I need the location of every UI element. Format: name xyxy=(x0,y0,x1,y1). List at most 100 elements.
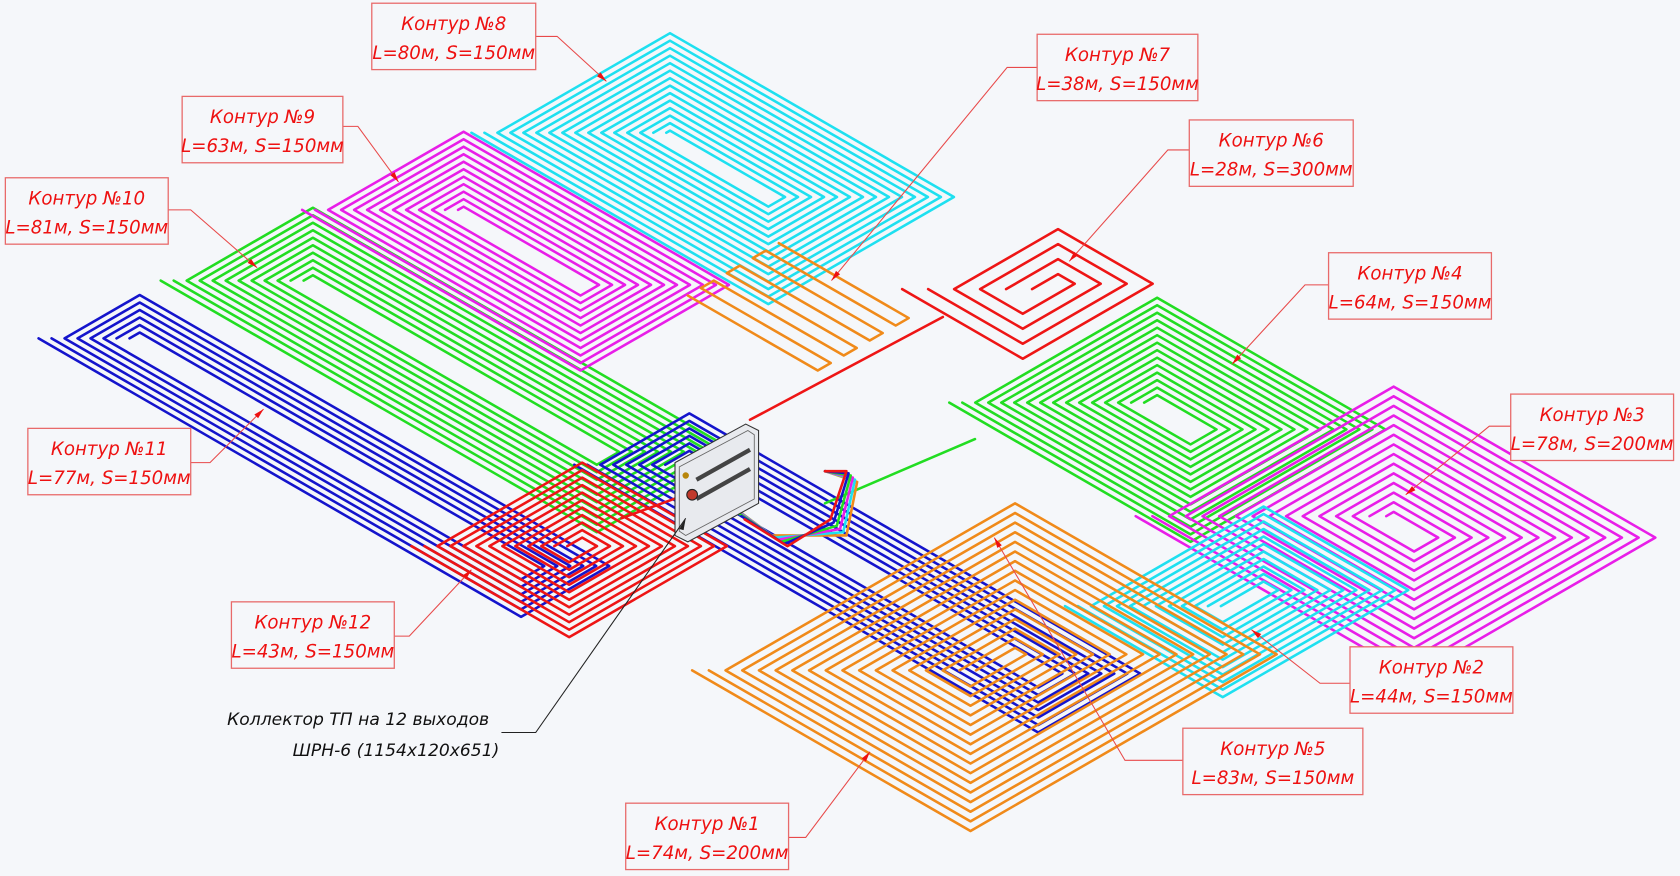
arrow-head-icon xyxy=(994,537,1002,548)
leader-line xyxy=(1068,149,1190,262)
circuit-spec: L=43м, S=150мм xyxy=(231,642,394,663)
label-box xyxy=(1327,252,1493,320)
manifold-label-line2: ШРН-6 (1154x120x651) xyxy=(293,741,500,761)
circuit-1-pipe xyxy=(690,502,1278,833)
label-box xyxy=(1182,727,1364,796)
circuit-spec: L=44м, S=150мм xyxy=(1350,687,1513,708)
circuit-10-pipe-return xyxy=(172,213,725,527)
circuit-name: Контур №7 xyxy=(1065,45,1171,66)
circuit-8-pipe-return xyxy=(483,39,943,298)
leader-line xyxy=(788,751,871,838)
label-circuit-3: Контур №3 L=78м, S=200мм xyxy=(1405,393,1675,496)
circuit-spec: L=38м, S=150мм xyxy=(1036,74,1199,95)
circuit-9-pipe-supply xyxy=(300,130,731,372)
circuit-spec: L=77м, S=150мм xyxy=(28,468,191,489)
circuit-spec: L=28м, S=300мм xyxy=(1190,160,1353,181)
arrow-head-icon xyxy=(596,72,607,82)
circuit-7-pipe xyxy=(686,241,910,372)
circuit-6-pipe-return xyxy=(926,242,1128,346)
circuit-11-pipe xyxy=(37,293,611,619)
circuit-name: Контур №1 xyxy=(655,814,760,835)
circuit-6-pipe xyxy=(900,227,1154,361)
leader-line xyxy=(993,537,1183,761)
circuit-10-pipe xyxy=(159,206,738,534)
arrow-head-icon xyxy=(1405,486,1416,495)
circuit-spec: L=83м, S=150мм xyxy=(1191,768,1354,789)
circuit-11-pipe-supply xyxy=(37,293,611,619)
manifold-cabinet xyxy=(674,423,760,543)
arrow-head-icon xyxy=(247,258,258,268)
label-circuit-4: Контур №4 L=64м, S=150мм xyxy=(1231,252,1493,365)
circuit-spec: L=74м, S=200мм xyxy=(626,843,789,864)
circuit-name: Контур №4 xyxy=(1357,264,1462,285)
circuit-spec: L=80м, S=150мм xyxy=(372,43,535,64)
label-circuit-2: Контур №2 L=44м, S=150мм xyxy=(1251,629,1514,714)
circuit-name: Контур №2 xyxy=(1379,658,1484,679)
leader-line xyxy=(831,66,1038,281)
label-box xyxy=(625,802,790,871)
circuit-4-pipe-return xyxy=(960,303,1374,536)
label-box xyxy=(230,601,395,669)
manifold-label-line1: Коллектор ТП на 12 выходов xyxy=(227,710,489,730)
circuit-10-pipe-supply xyxy=(159,206,738,534)
label-box xyxy=(371,2,537,71)
circuit-name: Контур №11 xyxy=(51,439,168,460)
circuit-12-pipe-supply xyxy=(410,461,729,639)
feed-circuit-12 xyxy=(620,495,681,520)
arrow-head-icon xyxy=(254,409,264,419)
circuit-7-pipe-pipe xyxy=(686,241,910,372)
circuit-9-pipe xyxy=(300,130,731,372)
leader-line xyxy=(168,209,258,269)
circuit-2-pipe-return xyxy=(1076,512,1397,691)
label-box xyxy=(1510,393,1675,462)
label-circuit-9: Контур №9 L=63м, S=150мм xyxy=(181,95,400,183)
circuit-8-pipe-supply xyxy=(470,31,956,306)
circuit-name: Контур №10 xyxy=(28,189,145,210)
circuit-spec: L=64м, S=150мм xyxy=(1329,292,1492,313)
circuit-11-pipe-return xyxy=(50,301,598,611)
circuit-4-pipe-supply xyxy=(947,296,1387,544)
leader-line xyxy=(190,408,264,464)
leader-line xyxy=(535,35,607,82)
label-box xyxy=(1036,33,1199,102)
label-circuit-5: Контур №5 L=83м, S=150мм xyxy=(993,537,1364,796)
circuit-name: Контур №8 xyxy=(401,14,506,35)
leader-line xyxy=(394,569,472,637)
label-box xyxy=(1188,119,1354,187)
circuit-spec: L=63м, S=150мм xyxy=(181,136,344,157)
circuit-1-pipe-return xyxy=(707,511,1262,823)
manifold-loop-red xyxy=(743,469,848,548)
label-circuit-8: Контур №8 L=80м, S=150мм xyxy=(371,2,607,82)
circuit-4-pipe xyxy=(947,296,1387,544)
circuit-3-pipe-return xyxy=(1151,394,1640,669)
leader-line xyxy=(1251,629,1350,684)
circuit-name: Контур №3 xyxy=(1540,405,1645,426)
circuit-name: Контур №12 xyxy=(254,613,371,634)
arrow-head-icon xyxy=(1069,251,1079,262)
circuit-spec: L=81м, S=150мм xyxy=(5,217,168,238)
circuit-name: Контур №9 xyxy=(210,107,315,128)
circuit-8-pipe xyxy=(470,31,956,306)
circuit-12-pipe-return xyxy=(423,468,716,631)
arrow-head-icon xyxy=(1232,354,1242,365)
arrow-head-icon xyxy=(831,270,841,281)
circuit-name: Контур №6 xyxy=(1219,131,1324,152)
label-box xyxy=(4,177,169,245)
label-box xyxy=(1349,646,1514,714)
leader-line xyxy=(342,125,400,183)
arrow-head-icon xyxy=(861,751,870,762)
leader-line xyxy=(1405,425,1511,496)
label-circuit-1: Контур №1 L=74м, S=200мм xyxy=(625,751,871,871)
feed-circuit-6 xyxy=(748,315,945,422)
arrow-head-icon xyxy=(390,172,399,183)
circuit-name: Контур №5 xyxy=(1220,739,1325,760)
label-circuit-7: Контур №7 L=38м, S=150мм xyxy=(831,33,1199,281)
circuit-spec: L=78м, S=200мм xyxy=(1511,434,1674,455)
arrow-head-icon xyxy=(462,569,472,580)
arrow-head-icon xyxy=(1251,629,1262,639)
circuit-9-pipe-return xyxy=(313,137,718,365)
